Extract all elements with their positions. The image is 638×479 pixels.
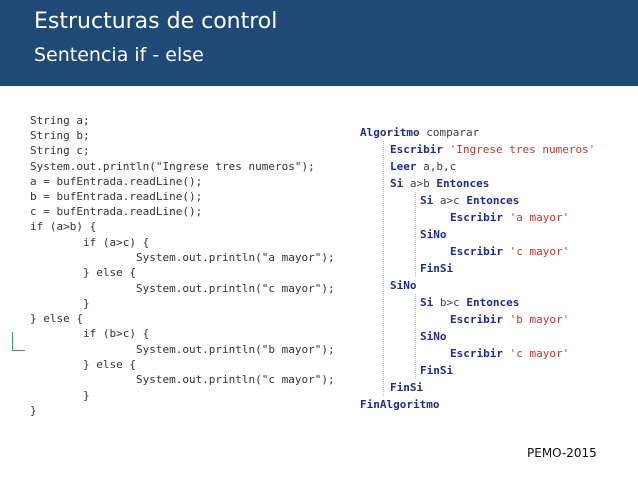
- pseudocode-line: Si a>b Entonces: [390, 177, 490, 190]
- java-code-line: }: [30, 297, 90, 310]
- pseudocode-line: Escribir 'c mayor': [450, 245, 570, 258]
- pseudocode-line: Escribir 'c mayor': [450, 347, 570, 360]
- java-code-line: } else {: [30, 312, 83, 325]
- indent-guide: [383, 141, 384, 396]
- java-code-line: b = bufEntrada.readLine();: [30, 190, 203, 203]
- java-code-line: System.out.println("Ingrese tres numeros…: [30, 160, 315, 173]
- footer-label: PEMO-2015: [527, 446, 597, 460]
- pseudocode-line: Escribir 'a mayor': [450, 211, 570, 224]
- pseudocode-line: SiNo: [390, 279, 417, 292]
- pseudocode-line: Escribir 'b mayor': [450, 313, 570, 326]
- java-code-line: }: [30, 404, 37, 417]
- java-code-line: System.out.println("c mayor");: [30, 282, 335, 295]
- indent-guide: [415, 192, 416, 277]
- pseudocode-line: Si b>c Entonces: [420, 296, 520, 309]
- pseudocode-line: Leer a,b,c: [390, 160, 457, 173]
- pseudocode-line: FinSi: [420, 262, 454, 275]
- slide-title: Estructuras de control: [34, 9, 278, 34]
- java-code-line: } else {: [30, 266, 136, 279]
- java-code-line: a = bufEntrada.readLine();: [30, 175, 203, 188]
- java-code-line: }: [30, 389, 90, 402]
- indent-guide: [415, 294, 416, 379]
- java-code-line: String c;: [30, 144, 90, 157]
- java-code-line: System.out.println("a mayor");: [30, 251, 335, 264]
- java-code-line: System.out.println("c mayor");: [30, 373, 335, 386]
- pseudocode-block: Algoritmo comparar Escribir 'Ingrese tre…: [360, 124, 630, 424]
- pseudocode-line: FinAlgoritmo: [360, 398, 440, 411]
- java-code-line: String b;: [30, 129, 90, 142]
- java-code-line: if (b>c) {: [30, 327, 150, 340]
- pseudocode-line: FinSi: [390, 381, 424, 394]
- pseudocode-line: SiNo: [420, 330, 447, 343]
- pseudocode-line: Si a>c Entonces: [420, 194, 520, 207]
- java-code-block: String a; String b; String c; System.out…: [30, 114, 356, 424]
- slide-subtitle: Sentencia if - else: [34, 44, 204, 66]
- pseudocode-line: FinSi: [420, 364, 454, 377]
- java-code-line: c = bufEntrada.readLine();: [30, 205, 203, 218]
- java-code-line: if (a>c) {: [30, 236, 150, 249]
- java-code-line: if (a>b) {: [30, 220, 97, 233]
- java-code-line: } else {: [30, 358, 136, 371]
- pseudocode-line: SiNo: [420, 228, 447, 241]
- pseudocode-line: Escribir 'Ingrese tres numeros': [390, 143, 596, 156]
- pseudocode-line: Algoritmo comparar: [360, 126, 480, 139]
- java-code-line: String a;: [30, 114, 90, 127]
- slide-header: Estructuras de control Sentencia if - el…: [0, 0, 638, 86]
- pen-mark-icon: [12, 332, 25, 351]
- java-code-line: System.out.println("b mayor");: [30, 343, 335, 356]
